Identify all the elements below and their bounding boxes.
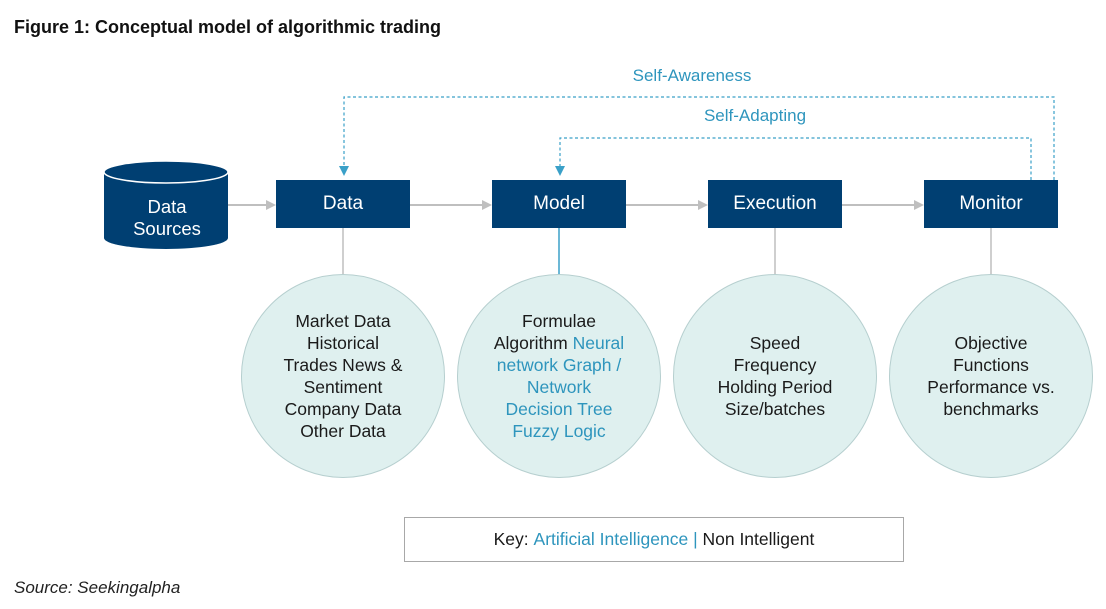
detail-line: Sentiment — [303, 377, 383, 397]
self-adapting-label: Self-Adapting — [703, 106, 807, 125]
key-non-ai-label: Non Intelligent — [702, 529, 815, 549]
data-sources-cylinder — [103, 160, 229, 249]
self-adapting-loop — [555, 137, 1032, 180]
stage-box-data: Data — [276, 180, 410, 228]
detail-line-combined: Algorithm Neural — [477, 332, 641, 354]
self-awareness-label: Self-Awareness — [632, 66, 752, 85]
detail-line: Formulae — [522, 311, 596, 331]
detail-inline-ai: Neural — [572, 333, 625, 353]
data-sources-label: Data Sources — [104, 196, 230, 240]
detail-line: Frequency — [733, 355, 817, 375]
legend-key: Key: Artificial Intelligence | Non Intel… — [404, 517, 904, 562]
key-separator: | — [693, 529, 698, 549]
detail-line: Functions — [953, 355, 1029, 375]
detail-line: Trades News & — [283, 355, 403, 375]
key-prefix: Key: — [493, 529, 529, 549]
figure-title: Figure 1: Conceptual model of algorithmi… — [14, 17, 442, 37]
detail-line: benchmarks — [943, 399, 1039, 419]
detail-line-ai: Decision Tree — [505, 399, 613, 419]
stage-box-monitor: Monitor — [924, 180, 1058, 228]
circle-monitor-details: Objective Functions Performance vs. benc… — [889, 274, 1093, 478]
detail-line: Performance vs. — [927, 377, 1055, 397]
self-awareness-loop — [339, 96, 1055, 180]
data-sources-line-2: Sources — [133, 218, 201, 239]
detail-line: Holding Period — [717, 377, 833, 397]
stage-box-model: Model — [492, 180, 626, 228]
detail-line: Size/batches — [724, 399, 826, 419]
detail-line: Objective — [954, 333, 1028, 353]
stage-box-execution: Execution — [708, 180, 842, 228]
detail-line: Market Data — [295, 311, 391, 331]
data-sources-line-1: Data — [147, 196, 187, 217]
circle-execution-details: Speed Frequency Holding Period Size/batc… — [673, 274, 877, 478]
detail-line: Other Data — [300, 421, 386, 441]
detail-line: Company Data — [284, 399, 402, 419]
detail-line: Speed — [749, 333, 801, 353]
source-note: Source: Seekingalpha — [14, 578, 181, 597]
detail-line-ai: Fuzzy Logic — [512, 421, 606, 441]
key-ai-label: Artificial Intelligence — [533, 529, 689, 549]
detail-inline: Algorithm — [493, 333, 568, 353]
circle-data-details: Market Data Historical Trades News & Sen… — [241, 274, 445, 478]
detail-line-ai: Network — [526, 377, 592, 397]
detail-line: Historical — [307, 333, 379, 353]
detail-line-ai: network Graph / — [496, 355, 622, 375]
circle-model-details: Formulae Algorithm Neural network Graph … — [457, 274, 661, 478]
